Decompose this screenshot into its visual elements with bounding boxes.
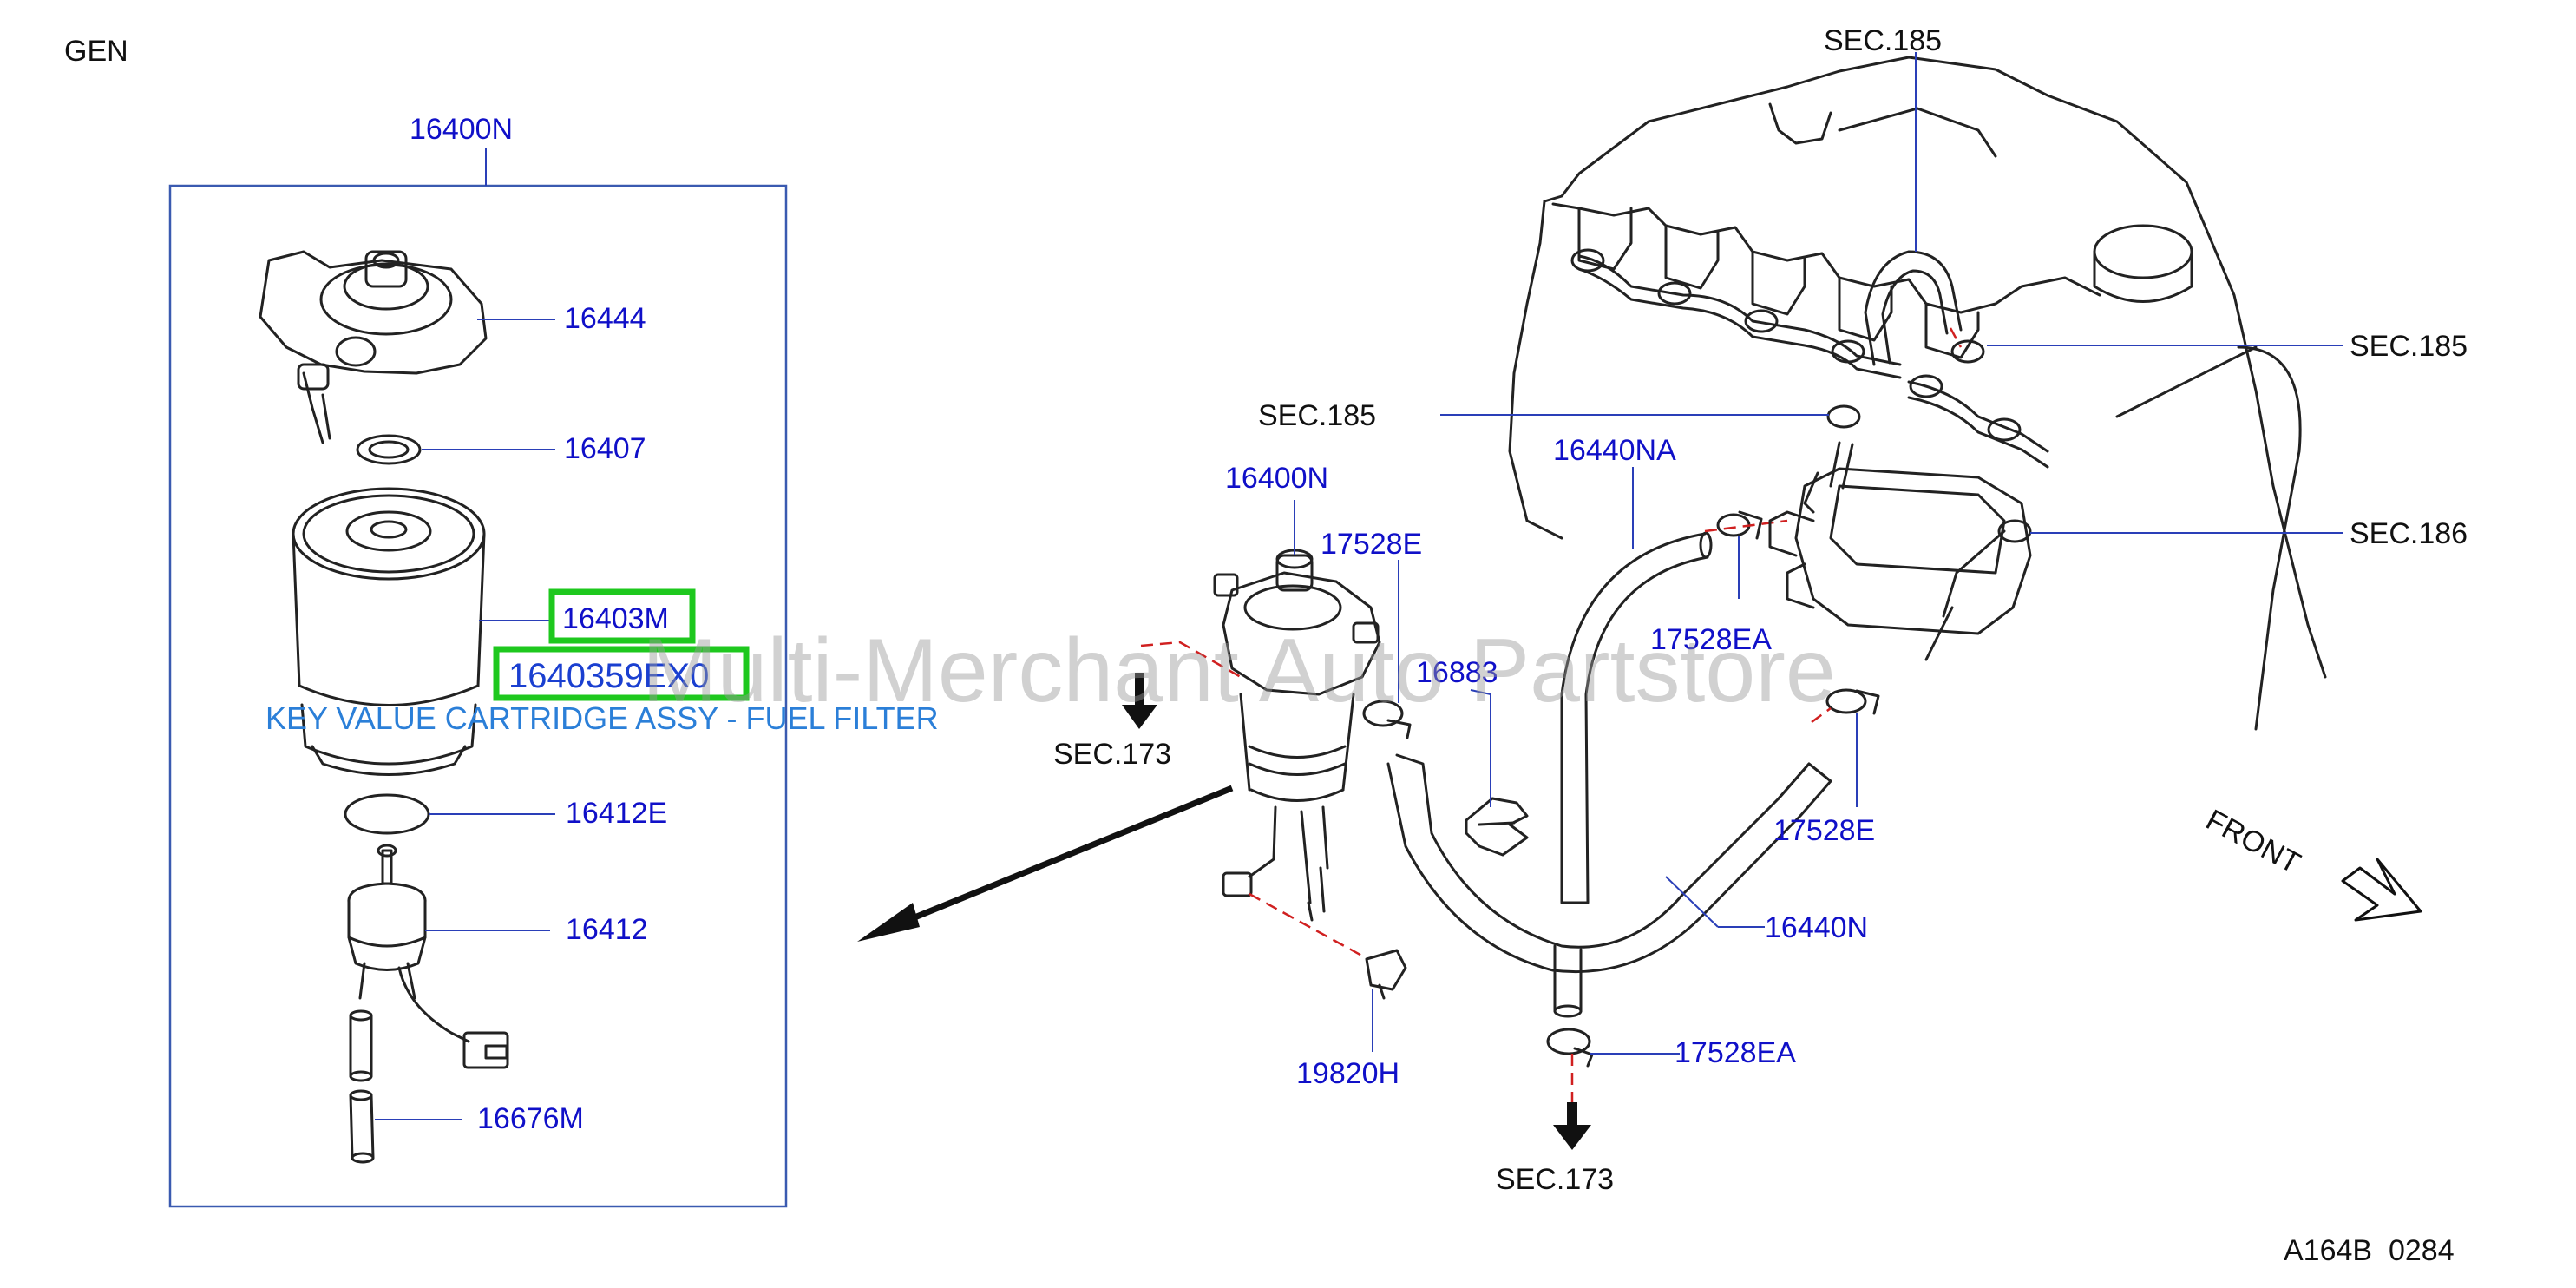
- section-ref-left-mid: SEC.185: [1258, 399, 1376, 432]
- part-label-filter-head[interactable]: 16444: [564, 302, 646, 335]
- filter-head-part[interactable]: [259, 250, 488, 444]
- part-label-assembly-box[interactable]: 16400N: [410, 113, 513, 146]
- hose-upper-part[interactable]: [1560, 531, 1713, 904]
- part-label-connector-clip[interactable]: 19820H: [1296, 1057, 1399, 1090]
- sec173-arrow-left: [1122, 673, 1157, 729]
- part-label-seal-ring[interactable]: 16412E: [566, 797, 667, 830]
- clamp-lower-part[interactable]: [1546, 1028, 1594, 1068]
- clamp-top-part[interactable]: [1362, 700, 1412, 739]
- drain-hose-part[interactable]: [349, 1009, 375, 1164]
- sensor-part[interactable]: [347, 844, 509, 1069]
- part-label-drain-hose[interactable]: 16676M: [477, 1102, 584, 1135]
- part-label-clamp-top[interactable]: 17528E: [1321, 528, 1422, 561]
- front-arrow: [2341, 858, 2422, 922]
- cartridge-part[interactable]: [292, 487, 486, 776]
- part-label-clamp-lower[interactable]: 17528EA: [1675, 1036, 1796, 1069]
- bracket-clip-part[interactable]: [1465, 797, 1529, 857]
- part-label-sensor[interactable]: 16412: [566, 913, 648, 946]
- clamp-right-part[interactable]: [1825, 688, 1880, 715]
- o-ring-part[interactable]: [356, 434, 422, 465]
- highlight-box-key-part: [493, 646, 750, 701]
- section-ref-filter-outlet: SEC.173: [1053, 738, 1171, 771]
- section-ref-bottom: SEC.173: [1496, 1163, 1614, 1196]
- highlight-box-cartridge: [548, 588, 696, 644]
- part-label-clamp-upper[interactable]: 17528EA: [1650, 623, 1772, 656]
- assembly-frame: [168, 184, 788, 1208]
- connector-clip-part[interactable]: [1365, 949, 1407, 1000]
- part-label-assembly-main[interactable]: 16400N: [1225, 462, 1328, 495]
- section-ref-right-lower: SEC.186: [2350, 517, 2468, 550]
- part-label-o-ring[interactable]: 16407: [564, 432, 646, 465]
- section-ref-top: SEC.185: [1824, 24, 1942, 57]
- part-label-clamp-right[interactable]: 17528E: [1773, 814, 1875, 847]
- part-label-hose-upper[interactable]: 16440NA: [1553, 434, 1676, 467]
- seal-ring-part[interactable]: [344, 793, 430, 835]
- watermark: Multi-Merchant Auto Partstore: [642, 621, 1836, 721]
- group-code: GEN: [64, 35, 128, 68]
- sec173-arrow-bottom: [1553, 1102, 1591, 1150]
- section-ref-right-upper: SEC.185: [2350, 330, 2468, 363]
- engine-block: [1508, 56, 2327, 731]
- explode-arrow: [857, 785, 1234, 942]
- part-label-cartridge[interactable]: 16403M: [562, 602, 669, 635]
- front-label: FRONT: [2200, 804, 2305, 881]
- filter-assembly-part[interactable]: [1213, 549, 1381, 922]
- hose-lower-part[interactable]: [1386, 753, 1832, 974]
- hose-lower-tail: [1553, 944, 1583, 1018]
- key-value-label: KEY VALUE CARTRIDGE ASSY - FUEL FILTER: [265, 700, 939, 736]
- diagram-code: A164B 0284: [2284, 1234, 2455, 1267]
- part-label-highlight[interactable]: 1640359EX0: [508, 657, 709, 695]
- part-label-bracket-clip[interactable]: 16883: [1416, 656, 1498, 689]
- part-label-hose-lower[interactable]: 16440N: [1765, 911, 1868, 944]
